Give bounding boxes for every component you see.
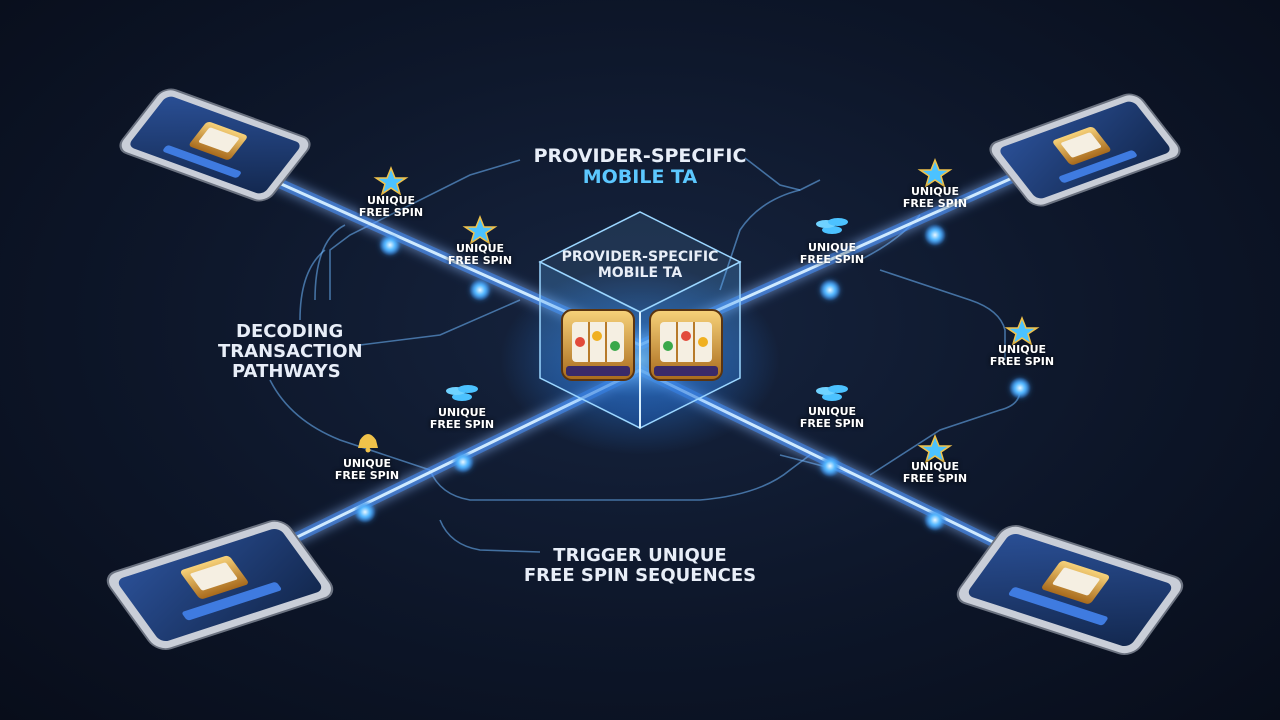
node-label-line1: UNIQUE	[807, 241, 857, 254]
star-icon	[373, 165, 409, 196]
node-label-line2: FREE SPIN	[334, 469, 400, 483]
top-label: PROVIDER-SPECIFIC MOBILE TA	[520, 145, 760, 189]
path-node	[819, 279, 841, 301]
phone-top-right	[989, 93, 1181, 207]
path-node	[379, 234, 401, 256]
path-node	[354, 501, 376, 523]
node-label-line1: UNIQUE	[910, 185, 960, 198]
node-label-line2: FREE SPIN	[989, 355, 1055, 369]
left-label-line2: TRANSACTION	[218, 341, 363, 363]
phone-top-left	[119, 88, 311, 202]
star-icon	[462, 214, 498, 245]
path-node	[1009, 377, 1031, 399]
path-node	[924, 509, 946, 531]
path-node	[819, 455, 841, 477]
node-label: UNIQUE FREE SPIN	[895, 185, 975, 211]
star-icon	[1004, 315, 1040, 346]
slot-machine-icon	[649, 309, 723, 381]
coins-icon	[816, 385, 848, 401]
node-label: UNIQUE FREE SPIN	[982, 343, 1062, 369]
node-label-line1: UNIQUE	[455, 242, 505, 255]
node-label-line2: FREE SPIN	[447, 254, 513, 268]
node-label-line2: FREE SPIN	[799, 417, 865, 431]
cube-label: PROVIDER-SPECIFIC MOBILE TA	[540, 249, 740, 281]
node-label: UNIQUE FREE SPIN	[422, 406, 502, 432]
node-label-line1: UNIQUE	[342, 457, 392, 470]
path-node	[469, 279, 491, 301]
node-label: UNIQUE FREE SPIN	[327, 457, 407, 483]
node-label-line1: UNIQUE	[997, 343, 1047, 356]
slot-machine-icon	[561, 309, 635, 381]
phone-bottom-left	[106, 520, 334, 650]
coins-icon	[816, 218, 848, 234]
node-label: UNIQUE FREE SPIN	[351, 194, 431, 220]
node-label-line1: UNIQUE	[910, 460, 960, 473]
node-label: UNIQUE FREE SPIN	[895, 460, 975, 486]
bottom-label: TRIGGER UNIQUE FREE SPIN SEQUENCES	[510, 545, 770, 587]
node-label-line1: UNIQUE	[437, 406, 487, 419]
node-label-line1: UNIQUE	[807, 405, 857, 418]
node-label-line2: FREE SPIN	[799, 253, 865, 267]
node-label-line2: FREE SPIN	[429, 418, 495, 432]
path-node	[924, 224, 946, 246]
bottom-label-line1: TRIGGER UNIQUE	[553, 545, 727, 566]
left-label-line1: DECODING	[236, 321, 344, 342]
node-label-line2: FREE SPIN	[902, 197, 968, 211]
star-icon	[917, 433, 953, 464]
left-label-line3: PATHWAYS	[232, 361, 341, 383]
top-label-line1: PROVIDER-SPECIFIC	[533, 145, 747, 167]
node-label-line2: FREE SPIN	[358, 206, 424, 220]
node-label-line1: UNIQUE	[366, 194, 416, 207]
node-label: UNIQUE FREE SPIN	[440, 242, 520, 268]
path-nodes	[354, 224, 1031, 531]
path-node	[452, 451, 474, 473]
node-label-line2: FREE SPIN	[902, 472, 968, 486]
left-label: DECODING TRANSACTION PATHWAYS	[218, 321, 363, 383]
cube-label-line1: PROVIDER-SPECIFIC	[561, 249, 719, 265]
top-label-line2: MOBILE TA	[582, 166, 698, 189]
node-icons	[358, 157, 1040, 464]
cube-label-line2: MOBILE TA	[597, 264, 683, 281]
node-label: UNIQUE FREE SPIN	[792, 405, 872, 431]
coins-icon	[446, 385, 478, 401]
node-label: UNIQUE FREE SPIN	[792, 241, 872, 267]
bell-icon	[358, 434, 378, 453]
bottom-label-line2: FREE SPIN SEQUENCES	[523, 565, 757, 587]
star-icon	[917, 157, 953, 188]
phone-bottom-right	[956, 525, 1184, 655]
